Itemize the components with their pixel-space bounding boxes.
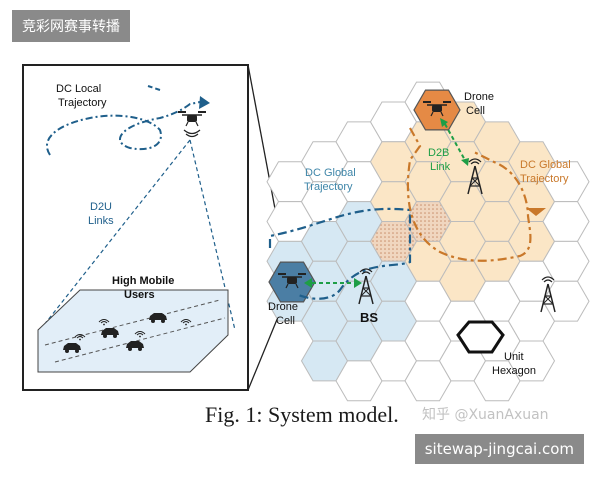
svg-text:Trajectory: Trajectory xyxy=(58,97,107,109)
label-d2b: D2B xyxy=(428,147,449,159)
dc-local-trajectory-tail xyxy=(147,85,161,91)
unit-hexagon-legend xyxy=(456,320,505,354)
svg-text:Link: Link xyxy=(430,161,451,173)
label-dc-local: DC Local xyxy=(56,83,101,95)
label-unit-hexagon: Unit xyxy=(504,351,524,363)
label-d2u: D2U xyxy=(90,201,112,213)
dc-global-trajectory-blue xyxy=(268,207,412,300)
svg-text:Links: Links xyxy=(88,215,114,227)
road-lane-2 xyxy=(54,317,226,363)
grid-hexagon xyxy=(507,340,556,382)
svg-text:Trajectory: Trajectory xyxy=(520,173,569,185)
inset-drone-signal-icon xyxy=(183,129,201,135)
top-banner-overlay: 竞彩网赛事转播 xyxy=(12,10,130,42)
label-bs: BS xyxy=(360,310,378,325)
bottom-site-overlay: sitewap-jingcai.com xyxy=(414,434,584,464)
d2u-link-left xyxy=(39,139,191,331)
svg-text:Users: Users xyxy=(124,289,155,301)
d2b-link-top xyxy=(444,123,467,163)
svg-text:Hexagon: Hexagon xyxy=(492,365,536,377)
road-lane-1 xyxy=(44,299,221,346)
label-drone-cell-left: Drone xyxy=(268,301,298,313)
dc-local-trajectory-path xyxy=(45,101,201,156)
figure-caption: Fig. 1: System model. xyxy=(205,402,399,427)
dc-local-arrowhead xyxy=(199,96,210,109)
dc-global-trajectory-orange xyxy=(406,127,532,262)
label-dc-global-right: DC Global xyxy=(520,159,571,171)
svg-text:Trajectory: Trajectory xyxy=(304,181,353,193)
ground-plane xyxy=(37,289,229,373)
label-drone-cell-top: Drone xyxy=(464,91,494,103)
svg-text:Cell: Cell xyxy=(466,105,485,117)
orange-trajectory-arrowhead xyxy=(526,208,546,216)
label-high-mobile-users: High Mobile xyxy=(112,275,174,287)
hexagon-grid xyxy=(266,81,590,402)
svg-text:Cell: Cell xyxy=(276,315,295,327)
label-dc-global-left: DC Global xyxy=(305,167,356,179)
watermark-text: 知乎 @XuanAxuan xyxy=(422,407,549,423)
